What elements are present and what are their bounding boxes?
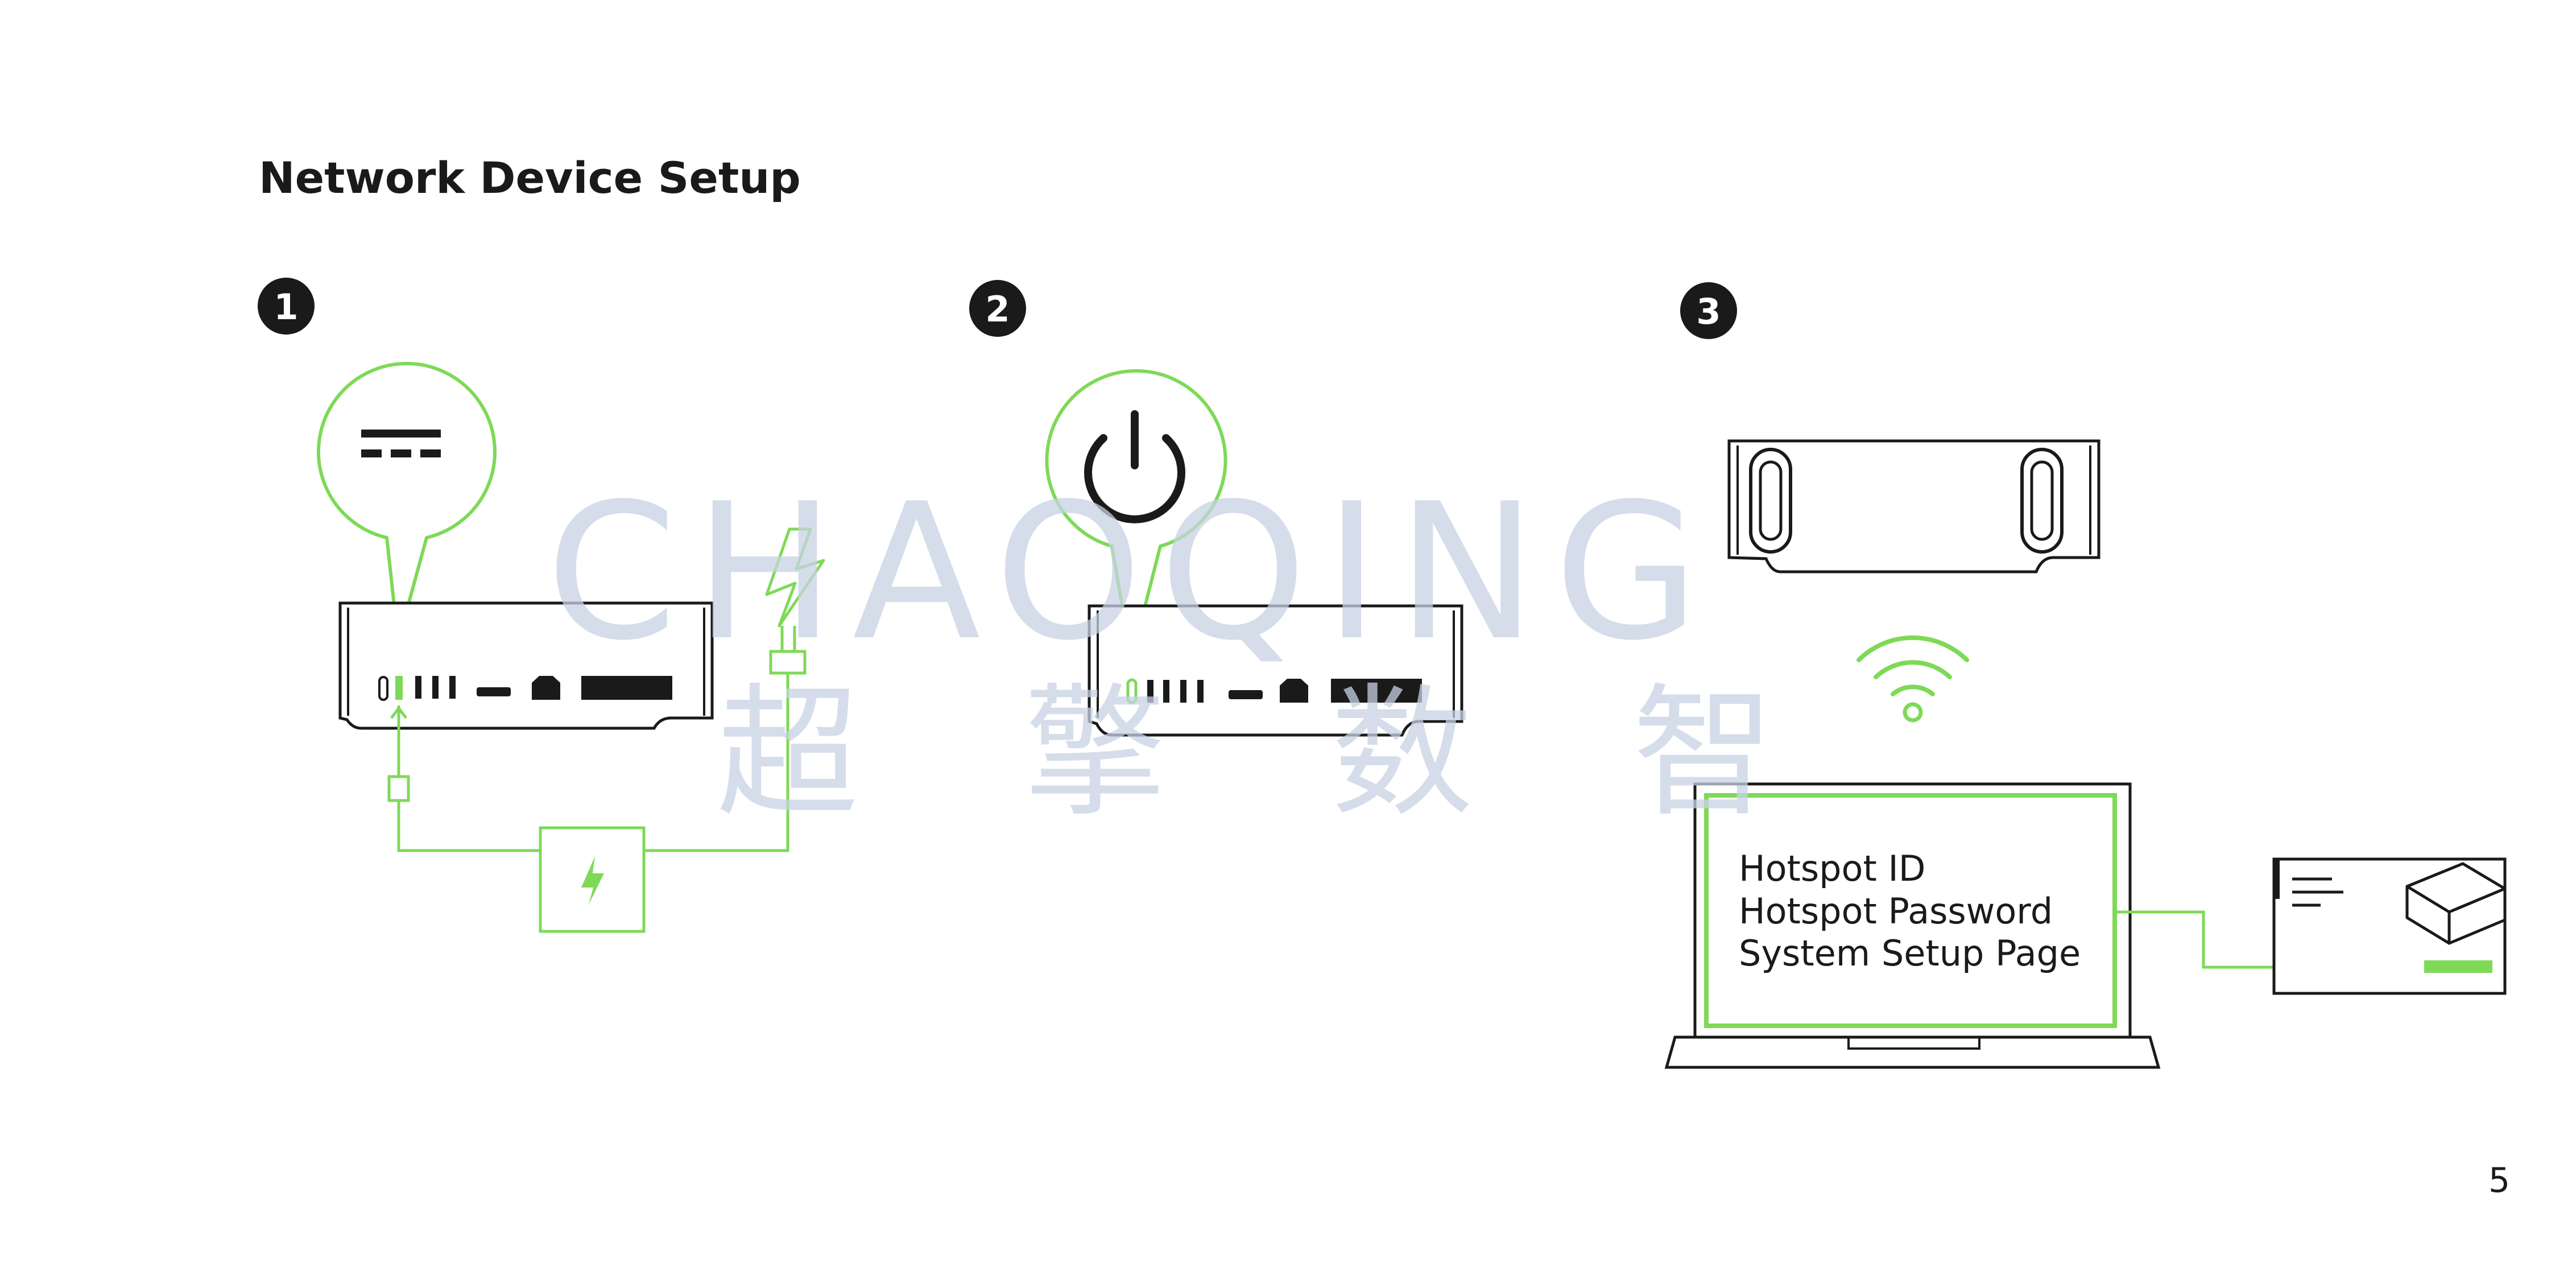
step-2: 2 [969, 280, 1463, 737]
outlet-lightning-icon [765, 527, 825, 628]
watermark-cjk-1: 超 [717, 670, 859, 836]
watermark-cjk-4: 智 [1632, 670, 1775, 836]
device-rear-step-1 [338, 601, 714, 730]
wall-plug-icon [769, 650, 807, 675]
step-3: 3 Hotspot ID Hotspot Password [1664, 282, 2507, 1069]
step-1-badge: 1 [258, 278, 315, 335]
laptop-screen [1704, 793, 2117, 1028]
laptop: Hotspot ID Hotspot Password System Setup… [1664, 782, 2161, 1069]
step-1: 1 [258, 278, 825, 933]
lightning-icon [581, 856, 604, 905]
io-port-block [1331, 679, 1422, 703]
device-rear-step-2 [1088, 604, 1463, 737]
box-icon [2405, 862, 2507, 945]
watermark: CHAOQING 超 擎 数 智 [546, 463, 1775, 836]
dc-in-port [395, 676, 403, 700]
step-2-number: 2 [985, 288, 1010, 330]
wifi-icon [1856, 635, 1969, 723]
page-title: Network Device Setup [259, 152, 801, 203]
step-2-badge: 2 [969, 280, 1026, 337]
hdmi-port [477, 687, 511, 696]
power-button-port [1126, 678, 1138, 704]
hotspot-id-label: Hotspot ID [1739, 848, 1926, 889]
step-1-number: 1 [274, 286, 298, 328]
hdmi-port [1229, 690, 1263, 699]
watermark-latin: CHAOQING [546, 463, 1717, 682]
power-button-port [378, 676, 388, 701]
step-3-badge: 3 [1680, 282, 1737, 339]
setup-card-highlight [2424, 960, 2492, 973]
device-front [1727, 439, 2101, 573]
ethernet-port [532, 676, 560, 700]
hotspot-password-label: Hotspot Password [1739, 890, 2053, 932]
page-number: 5 [2488, 1161, 2511, 1200]
system-setup-page-label: System Setup Page [1739, 932, 2081, 974]
io-port-block [581, 676, 672, 700]
power-button-icon [1084, 410, 1185, 523]
setup-card [2272, 857, 2507, 995]
dc-power-icon [361, 430, 441, 457]
ethernet-port [1280, 679, 1308, 703]
step-1-callout-bubble [317, 362, 497, 643]
watermark-cjk-2: 擎 [1024, 670, 1166, 836]
step-3-number: 3 [1696, 291, 1721, 332]
watermark-cjk-3: 数 [1331, 670, 1473, 836]
usb-c-connector-icon [387, 775, 410, 802]
